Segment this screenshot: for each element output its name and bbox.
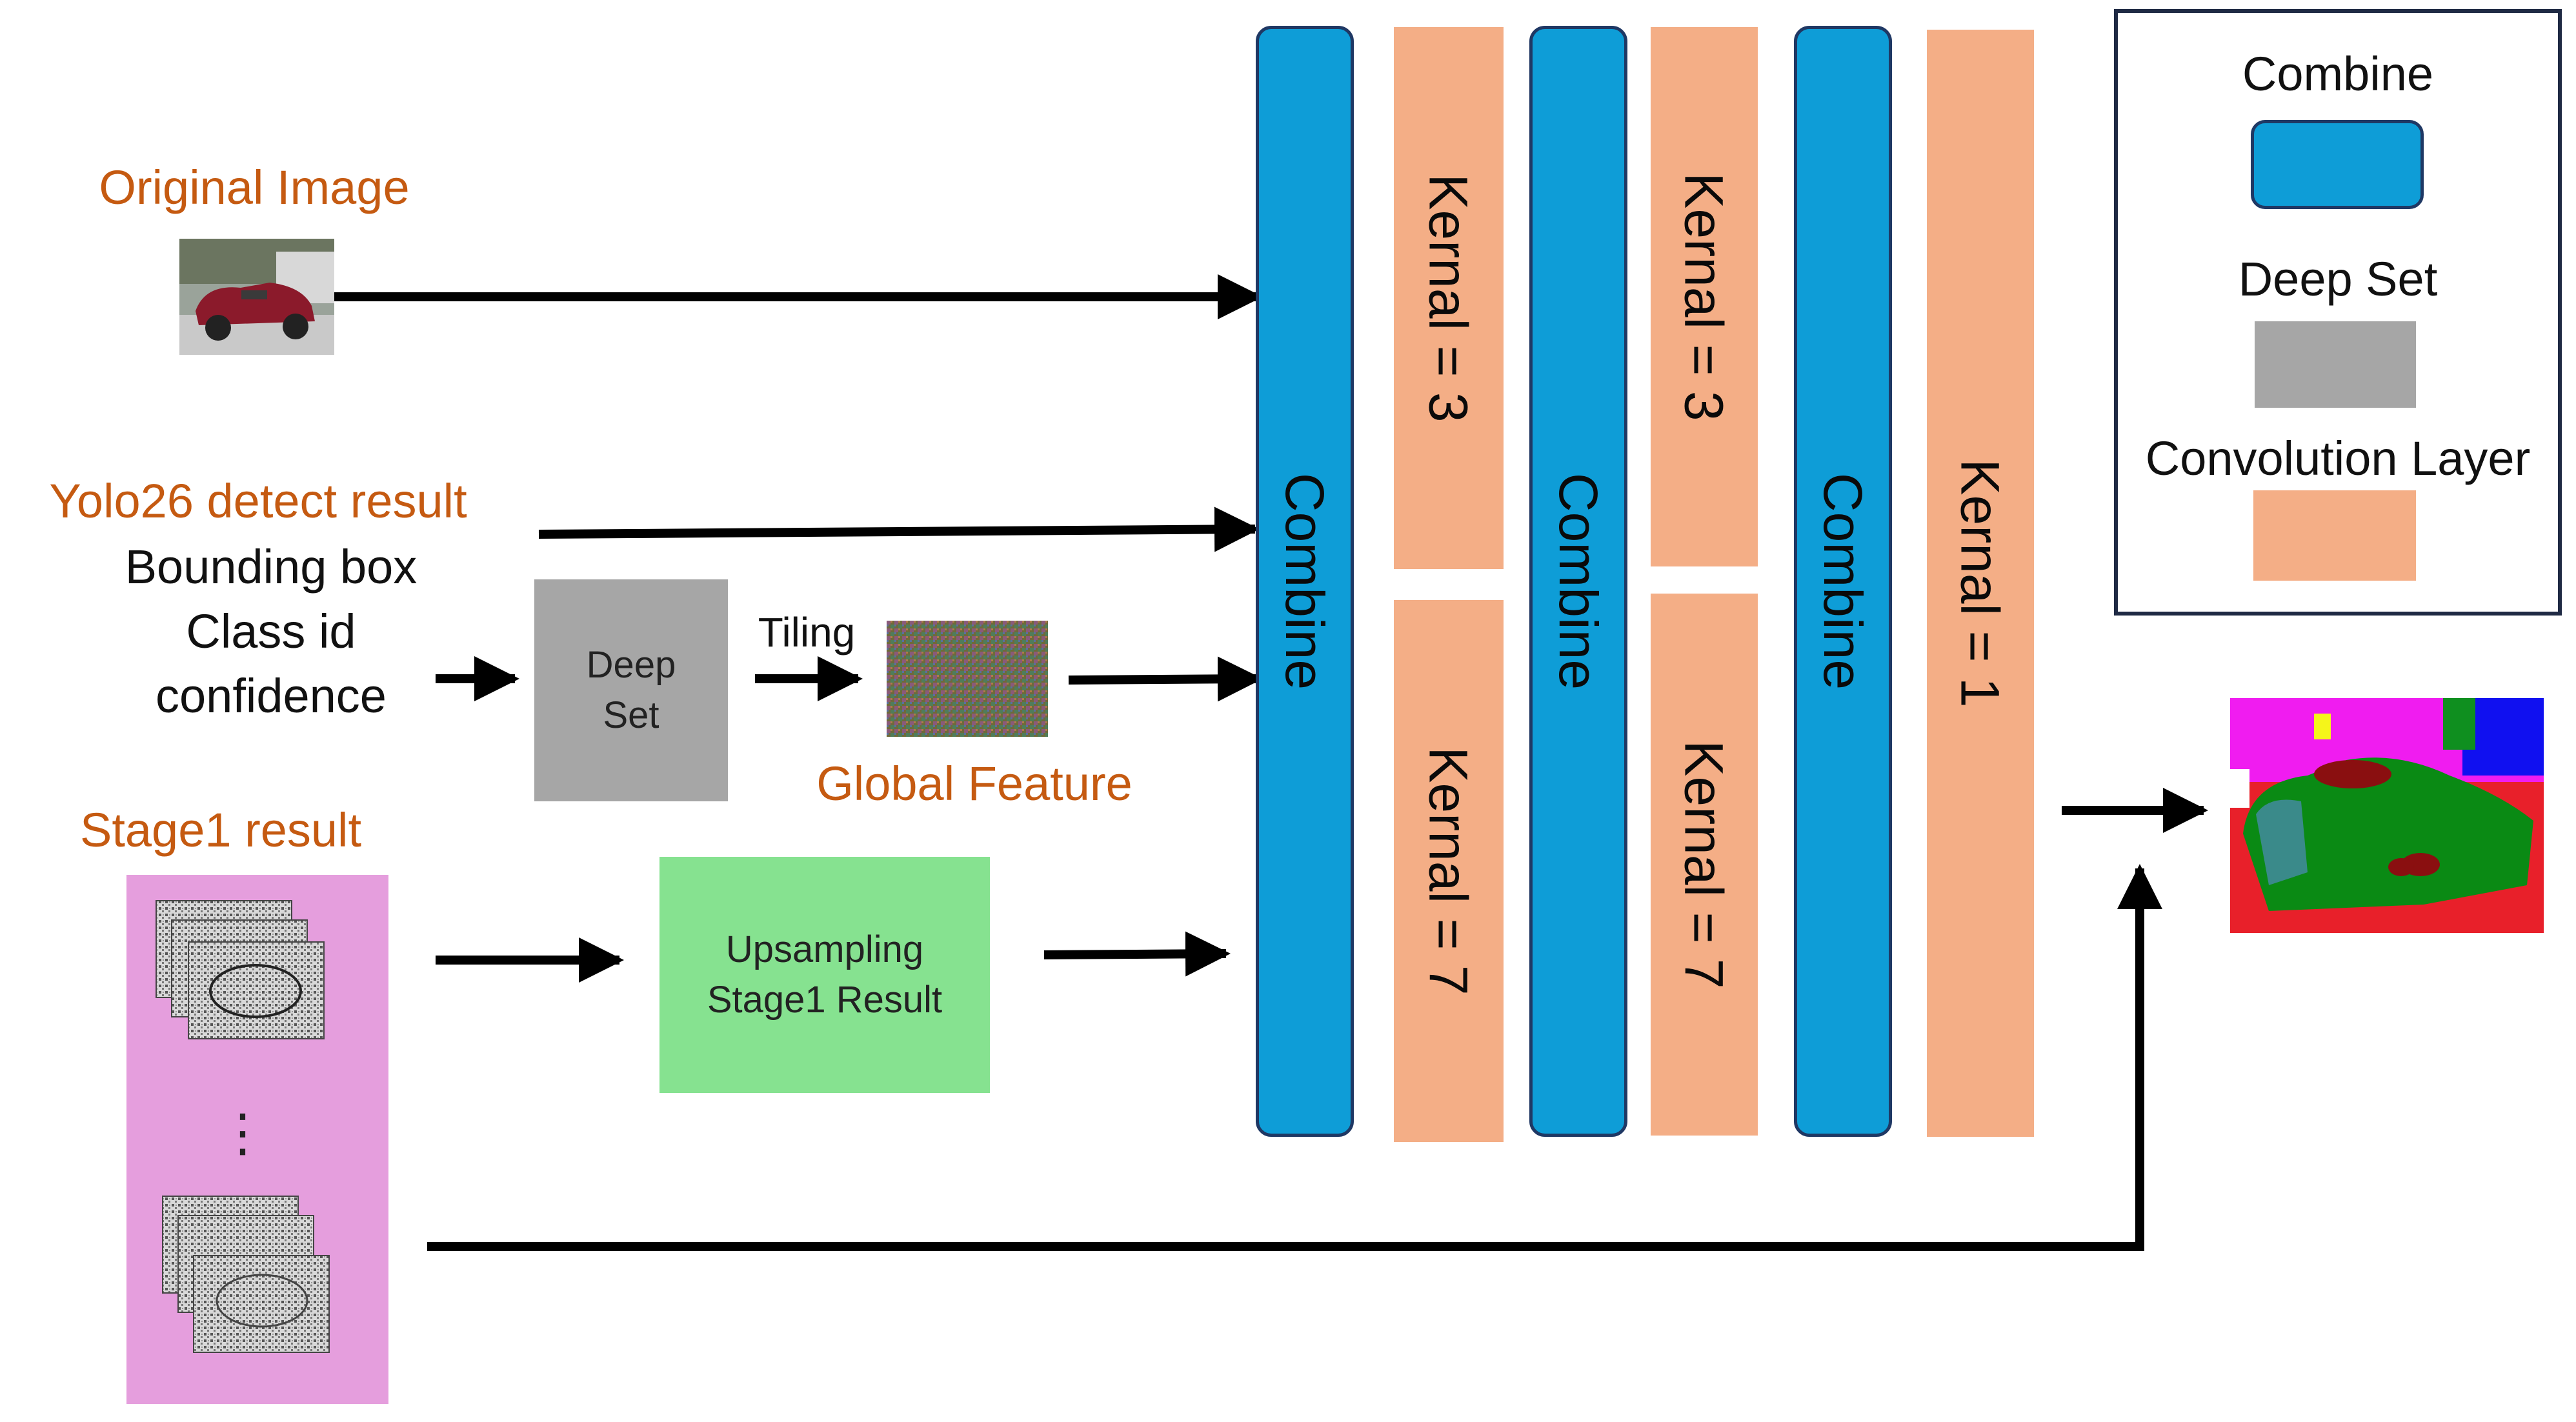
stage1-title: Stage1 result [79,803,362,857]
conv-k7-block-2: Kernal = 7 [1651,594,1758,1136]
combine-block-1-label: Combine [1274,472,1336,690]
arrow-stage1-skip-to-output [427,864,2162,1251]
deep-set-box: Deep Set [534,579,728,801]
arrow-upsampling-to-combine [1043,931,1231,977]
legend-conv-swatch [2253,490,2416,581]
combine-block-1: Combine [1256,26,1354,1137]
deep-set-label-line1: Deep [586,643,676,686]
legend-deep-set-swatch [2255,321,2416,408]
conv-k1-block: Kernal = 1 [1927,30,2034,1137]
stage1-feature-maps [156,900,330,1353]
segmentation-output-image [2230,698,2544,933]
deep-set-label-line2: Set [603,694,659,736]
stage1-panel: ⋮ [126,875,388,1404]
legend-conv-label: Convolution Layer [2145,432,2531,485]
combine-block-2-label: Combine [1548,472,1609,690]
yolo-item-class-id: Class id [186,605,356,658]
legend-deep-set-label: Deep Set [2238,252,2438,306]
conv-k7-block-1: Kernal = 7 [1394,600,1504,1142]
tiling-label: Tiling [758,609,856,656]
conv-k3-block-2-label: Kernal = 3 [1674,172,1735,421]
arrow-yolo-to-combine [538,506,1260,552]
original-image-title: Original Image [99,161,410,214]
conv-k3-block-1: Kernal = 3 [1394,27,1504,569]
combine-block-2: Combine [1529,26,1627,1137]
original-image-thumbnail [179,239,334,355]
upsampling-label-line2: Stage1 Result [707,979,943,1021]
conv-k7-block-1-label: Kernal = 7 [1418,746,1480,996]
yolo-title: Yolo26 detect result [49,474,467,528]
conv-k7-block-2-label: Kernal = 7 [1674,740,1735,989]
global-feature-tile [887,621,1048,737]
stage1-ellipsis: ⋮ [217,1104,268,1161]
legend-combine-swatch [2251,120,2424,209]
yolo-item-confidence: confidence [156,669,387,723]
combine-block-3: Combine [1794,26,1892,1137]
upsampling-label-line1: Upsampling [725,928,924,970]
conv-k1-block-label: Kernal = 1 [1950,459,2011,708]
legend-combine-label: Combine [2242,47,2434,101]
upsampling-box: Upsampling Stage1 Result [659,857,990,1093]
combine-block-3-label: Combine [1813,472,1874,690]
global-feature-label: Global Feature [816,757,1132,810]
conv-k3-block-1-label: Kernal = 3 [1418,174,1480,423]
arrow-global-to-combine [1068,656,1263,702]
legend-panel: Combine Deep Set Convolution Layer [2114,9,2562,616]
conv-k3-block-2: Kernal = 3 [1651,27,1758,566]
yolo-item-bounding-box: Bounding box [125,540,418,594]
